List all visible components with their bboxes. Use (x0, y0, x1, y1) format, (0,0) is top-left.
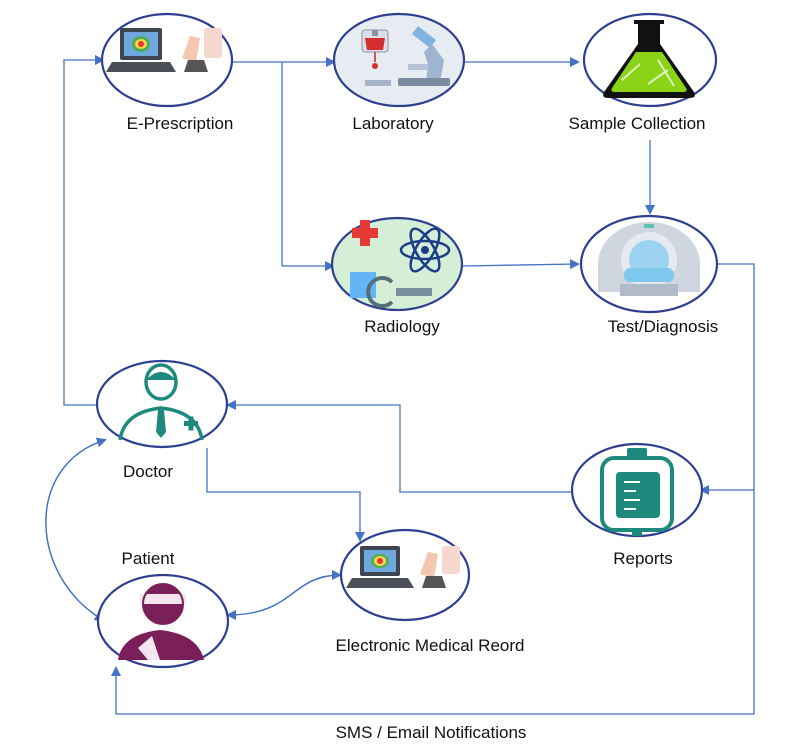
arrow-doctor-eprescription (63, 55, 105, 406)
label-patient: Patient (121, 549, 175, 568)
arrow-reports-doctor (226, 400, 572, 493)
node-reports (570, 442, 704, 538)
flask-icon (603, 20, 695, 98)
iv-bag-icon (600, 448, 674, 536)
arrow-doctor-emr (206, 448, 365, 542)
label-radiology: Radiology (364, 317, 440, 336)
node-radiology (330, 216, 464, 312)
node-emr (339, 528, 471, 622)
arrow-patient-doctor (45, 437, 107, 621)
patient-icon (118, 583, 204, 660)
node-test-diagnosis (579, 214, 719, 314)
arrow-sms-notifications (111, 490, 755, 715)
label-sample-collection: Sample Collection (568, 114, 706, 133)
radiology-atom-icon (350, 220, 451, 308)
node-sample-collection (582, 12, 718, 108)
label-doctor: Doctor (122, 462, 174, 481)
node-eprescription (100, 12, 234, 108)
laptop-heatmap-icon (346, 546, 460, 588)
arrow-doctor-patient (45, 439, 106, 622)
arrow-emr-patient (226, 574, 343, 620)
node-laboratory (332, 12, 466, 108)
arrow-radiology-test (461, 259, 580, 270)
label-sms-email-notifications: SMS / Email Notifications (335, 723, 527, 742)
arrow-patient-emr (227, 570, 342, 616)
label-eprescription: E-Prescription (126, 114, 234, 133)
doctor-icon (118, 363, 204, 441)
node-doctor (95, 359, 229, 449)
arrow-eprescription-radiology (281, 62, 335, 271)
mri-scanner-icon (598, 222, 700, 296)
arrow-test-reports (699, 263, 755, 495)
label-reports: Reports (613, 549, 673, 568)
label-emr: Electronic Medical Reord (335, 636, 525, 655)
laptop-heatmap-icon (106, 28, 222, 72)
label-test-diagnosis: Test/Diagnosis (607, 317, 719, 336)
label-laboratory: Laboratory (352, 114, 434, 133)
lab-equipment-icon (361, 26, 450, 86)
node-patient (96, 573, 230, 669)
